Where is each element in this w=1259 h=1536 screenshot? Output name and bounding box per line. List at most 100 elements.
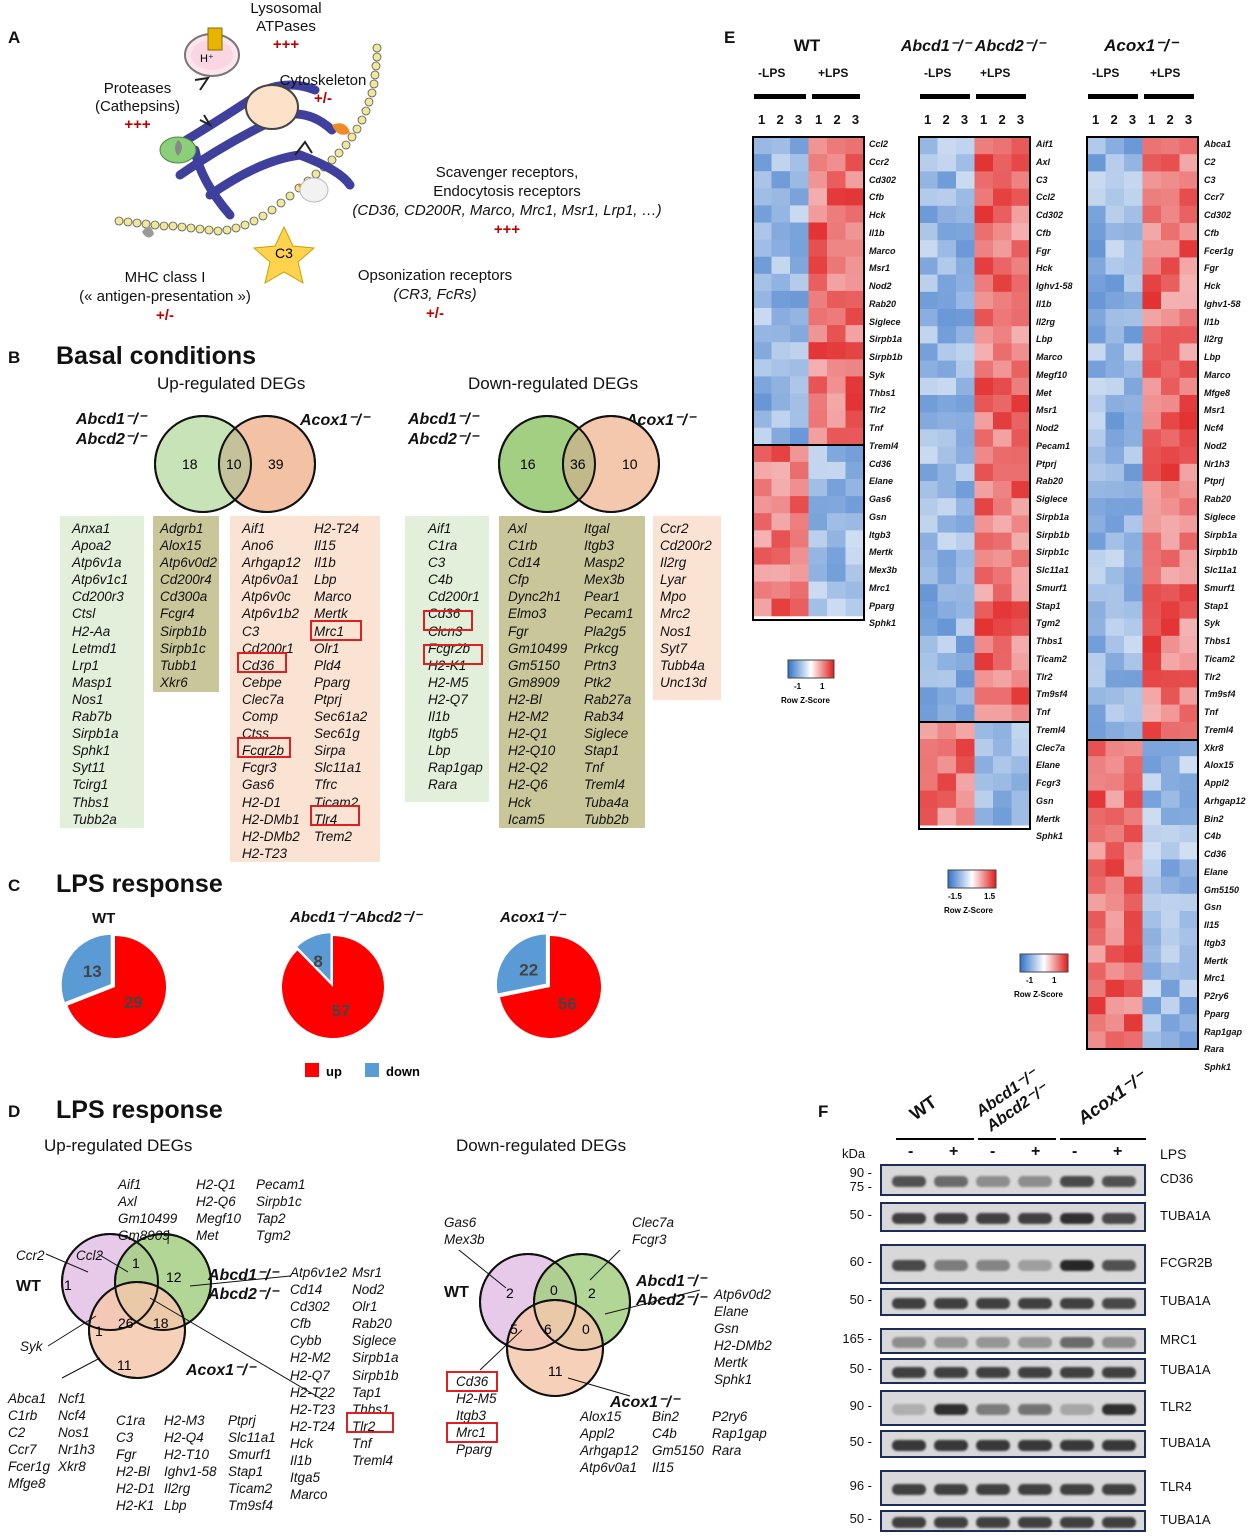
blot-band: [1102, 1337, 1136, 1348]
blot-band: [1102, 1367, 1136, 1378]
heatmap-cell: [753, 496, 772, 514]
heatmap-cell: [1087, 670, 1106, 688]
heatmap-cell: [993, 756, 1012, 774]
heatmap-cell: [808, 393, 828, 412]
heatmap-cell: [1124, 395, 1143, 413]
blot-mw: 50 -: [849, 1434, 872, 1449]
heatmap-cell: [1161, 395, 1180, 413]
heatmap-cell: [919, 395, 938, 413]
heatmap-cell: [771, 290, 791, 309]
highlight-fcgr2b: [237, 737, 291, 758]
heatmap-cell: [753, 290, 772, 309]
heatmap-cell: [1105, 171, 1125, 190]
heatmap-cell: [1142, 343, 1162, 362]
heatmap-cell: [1087, 584, 1106, 602]
heatmap-cell: [845, 273, 865, 292]
heatmap-cell: [790, 513, 809, 531]
heatmap-cell: [993, 773, 1012, 792]
heatmap-cell: [1087, 205, 1106, 224]
heatmap-cell: [1105, 567, 1125, 585]
heatmap-cell: [1124, 463, 1143, 482]
svg-text:26: 26: [118, 1315, 134, 1331]
heatmap-cell: [1124, 670, 1143, 688]
heatmap-cell: [993, 223, 1012, 241]
heatmap-cell: [1105, 911, 1125, 929]
pie-value-down: 13: [83, 962, 102, 981]
heatmap-cell: [1161, 962, 1180, 981]
heatmap-cell: [753, 598, 772, 617]
heatmap-cell: [956, 377, 975, 396]
heatmap-cell: [993, 377, 1012, 396]
heatmap-cell: [790, 461, 809, 480]
heatmap-cell: [1087, 962, 1106, 981]
svg-text:5: 5: [510, 1321, 518, 1337]
heatmap-cell: [956, 171, 975, 190]
blot-label: TUBA1A: [1160, 1208, 1211, 1223]
heatmap-cell: [1179, 756, 1199, 774]
blot-band: [976, 1260, 1010, 1271]
svg-text:2: 2: [506, 1285, 514, 1301]
heatmap-cell: [827, 137, 846, 155]
heatmap-cell: [919, 377, 938, 396]
heatmap-cell: [1179, 481, 1199, 499]
heatmap-cell: [1161, 498, 1180, 516]
blot-band: [976, 1337, 1010, 1348]
heatmap-cell: [1161, 274, 1180, 293]
heatmap-cell: [1105, 618, 1125, 637]
pie-slice-down: [294, 931, 333, 986]
heatmap-cell: [937, 257, 957, 276]
blot-band: [1102, 1404, 1136, 1415]
heatmap-cell: [1142, 790, 1162, 809]
heatmap-cell: [771, 188, 791, 206]
heatmap-cell: [993, 549, 1012, 568]
f-lane-signs: -+-+-+: [894, 1143, 1148, 1163]
heatmap-cell: [845, 479, 865, 497]
heatmap-cell: [1105, 377, 1125, 396]
heatmap-cell: [937, 429, 957, 448]
heatmap-cell: [1105, 137, 1125, 155]
heatmap-cell: [1161, 618, 1180, 637]
heatmap-cell: [1105, 635, 1125, 654]
heatmap-cell: [974, 584, 994, 602]
heatmap-cell: [1161, 567, 1180, 585]
heatmap-cell: [956, 584, 975, 602]
highlight-cd36: [237, 652, 287, 673]
heatmap-cell: [993, 291, 1012, 310]
heatmap-cell: [993, 188, 1012, 207]
b-down-list-acox: Ccr2 Cd200r2 Il2rg Lyar Mpo Mrc2 Nos1 Sy…: [660, 521, 712, 690]
heatmap-cell: [919, 756, 938, 774]
e-ac-reps-plus: 1 2 3: [1148, 112, 1193, 127]
heatmap-cell: [845, 256, 865, 275]
heatmap-cell: [1161, 154, 1180, 172]
blot-band: [934, 1484, 968, 1495]
heatmap-cell: [1011, 498, 1031, 516]
blot-band: [1018, 1404, 1052, 1415]
heatmap-cell: [993, 567, 1012, 585]
heatmap-cell: [1087, 567, 1106, 585]
heatmap-cell: [1161, 911, 1180, 929]
heatmap-cell: [1105, 997, 1125, 1015]
heatmap-cell: [1161, 360, 1180, 379]
heatmap-cell: [827, 154, 846, 172]
b-up-count-left: 18: [182, 456, 198, 472]
heatmap-cell: [1142, 928, 1162, 946]
heatmap-cell: [845, 444, 865, 463]
heatmap-cell: [1161, 825, 1180, 843]
heatmap-cell: [771, 308, 791, 326]
heatmap-cell: [1142, 429, 1162, 448]
heatmap-cell: [1087, 360, 1106, 379]
heatmap-cell: [1161, 549, 1180, 568]
heatmap-cell: [974, 154, 994, 172]
heatmap-cell: [771, 256, 791, 275]
heatmap-cell: [1087, 515, 1106, 534]
heatmap-cell: [845, 188, 865, 206]
c3-label: C3: [275, 245, 293, 261]
heatmap-cell: [1105, 446, 1125, 465]
heatmap-cell: [1011, 773, 1031, 792]
blot-band: [1018, 1298, 1052, 1309]
blot-band: [934, 1517, 968, 1528]
heatmap-cell: [827, 222, 846, 241]
basal-title: Basal conditions: [56, 342, 257, 370]
highlight-cd36-d: [446, 1371, 498, 1392]
heatmap-cell: [753, 581, 772, 600]
